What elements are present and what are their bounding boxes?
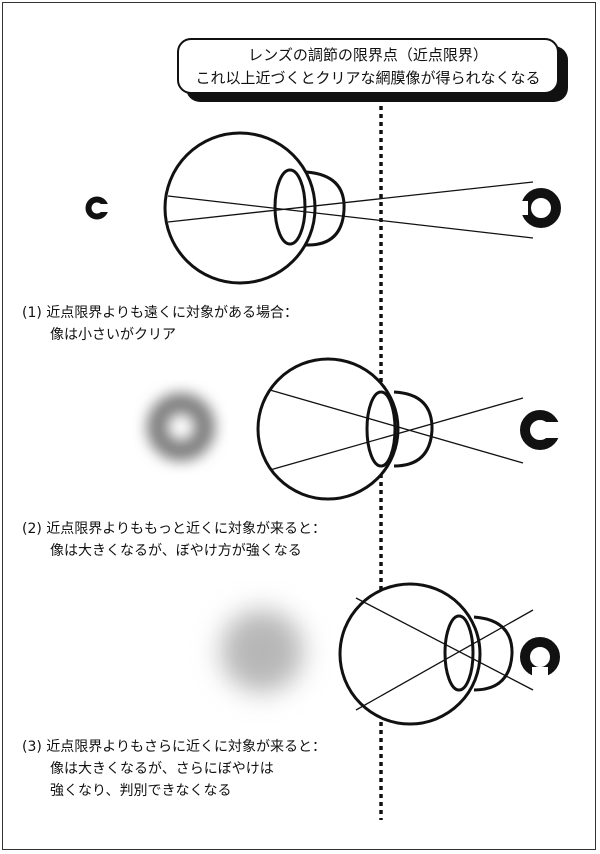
caption-1-line-2: 像は小さいがクリア bbox=[50, 327, 176, 343]
target-ring-gap bbox=[101, 204, 109, 212]
ray-3a bbox=[355, 597, 534, 691]
title-box: レンズの調節の限界点（近点限界） これ以上近づくとクリアな網膜像が得られなくなる bbox=[177, 38, 559, 94]
title-line-2: これ以上近づくとクリアな網膜像が得られなくなる bbox=[195, 69, 541, 87]
image-ring-2-gap bbox=[540, 422, 560, 438]
ray-2b bbox=[269, 397, 524, 471]
lens-2 bbox=[365, 390, 397, 468]
blurred-target-3-core bbox=[242, 631, 282, 671]
title-line-1: レンズの調節の限界点（近点限界） bbox=[248, 46, 488, 64]
image-ring-3-gap bbox=[532, 667, 548, 687]
caption-1: (1) 近点限界よりも遠くに対象がある場合： 像は小さいがクリア bbox=[22, 302, 298, 346]
caption-1-line-1: (1) 近点限界よりも遠くに対象がある場合： bbox=[22, 305, 299, 321]
ray-2a bbox=[269, 389, 524, 464]
ray-3b bbox=[355, 609, 534, 711]
ray-1a bbox=[167, 195, 534, 239]
scenario-1 bbox=[85, 131, 561, 285]
blurred-target-2 bbox=[147, 393, 215, 461]
ray-1b bbox=[167, 181, 534, 223]
caption-2-line-2: 像は大きくなるが、ぼやけ方が強くなる bbox=[50, 543, 302, 559]
caption-3-line-1: (3) 近点限界よりもさらに近くに対象が来ると： bbox=[22, 739, 327, 755]
scenario-2 bbox=[147, 357, 560, 501]
eyeball-1 bbox=[163, 131, 317, 285]
scenario-3 bbox=[220, 582, 560, 726]
image-ring-1-gap bbox=[512, 201, 528, 215]
caption-3: (3) 近点限界よりもさらに近くに対象が来ると： 像は大きくなるが、さらにぼやけ… bbox=[22, 736, 326, 802]
caption-3-line-3: 強くなり、判別できなくなる bbox=[50, 783, 232, 799]
lens-3 bbox=[443, 614, 475, 692]
cornea-3 bbox=[473, 615, 514, 692]
caption-2: (2) 近点限界よりももっと近くに対象が来ると： 像は大きくなるが、ぼやけ方が強… bbox=[22, 518, 326, 562]
image-ring-1 bbox=[521, 188, 561, 228]
cornea-1 bbox=[305, 170, 346, 247]
eyeball-3 bbox=[338, 582, 482, 726]
caption-3-line-2: 像は大きくなるが、さらにぼやけは bbox=[50, 761, 274, 777]
caption-2-line-1: (2) 近点限界よりももっと近くに対象が来ると： bbox=[22, 521, 327, 537]
